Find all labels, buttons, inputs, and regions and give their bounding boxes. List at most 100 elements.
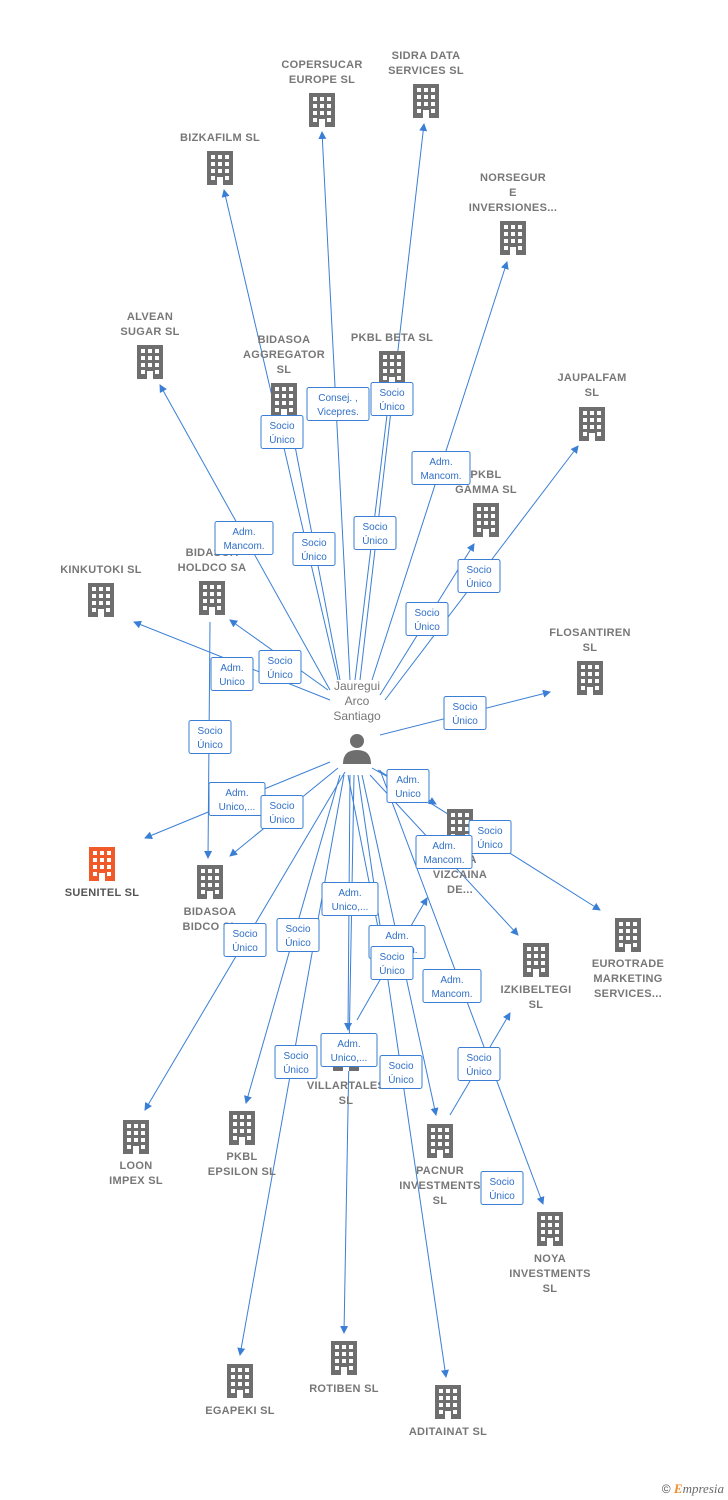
company-node-pkbl-beta[interactable]: PKBL BETA SL (351, 332, 433, 385)
role-label-villartales: Adm.Unico,... (321, 882, 379, 916)
building-icon (523, 943, 549, 977)
role-text: Adm.Unico,... (331, 1039, 368, 1064)
building-icon (579, 407, 605, 441)
role-label-alvean: Adm.Mancom. (214, 521, 274, 555)
role-label-izkibeltegi: Adm.Mancom. (415, 835, 473, 869)
person-icon (343, 734, 371, 764)
building-icon (229, 1111, 255, 1145)
company-node-bizkafilm[interactable]: BIZKAFILM SL (180, 132, 260, 185)
role-text: Adm.Unico (219, 663, 245, 688)
role-text: Adm.Mancom. (420, 457, 461, 482)
company-node-rotiben[interactable]: ROTIBEN SL (309, 1341, 379, 1395)
role-text: Adm.Unico,... (219, 788, 256, 813)
building-icon (500, 221, 526, 255)
company-label: PKBL BETA SL (351, 332, 433, 344)
building-icon (615, 918, 641, 952)
company-node-kinkutoki[interactable]: KINKUTOKI SL (60, 564, 142, 617)
building-icon (427, 1124, 453, 1158)
role-text: Consej. ,Vicepres. (317, 393, 359, 418)
company-label: ADITAINAT SL (409, 1426, 487, 1438)
role-text: Adm.Mancom. (423, 841, 464, 866)
role-label-dora: Adm.Unico (386, 769, 430, 803)
building-icon (227, 1364, 253, 1398)
role-label-suenitel: Adm.Unico,... (208, 782, 266, 816)
role-label-villartales: Adm.Unico,... (320, 1033, 378, 1067)
company-node-aditainat[interactable]: ADITAINAT SL (409, 1385, 487, 1438)
company-label: ROTIBEN SL (309, 1383, 379, 1395)
role-text: Adm.Mancom. (223, 527, 264, 552)
building-icon (207, 151, 233, 185)
building-icon (197, 865, 223, 899)
role-text: Adm.Mancom. (431, 975, 472, 1000)
company-node-egapeki[interactable]: EGAPEKI SL (205, 1364, 275, 1417)
building-icon (123, 1120, 149, 1154)
empresia-logo: Empresia (673, 1481, 724, 1496)
building-icon (577, 661, 603, 695)
role-text: Adm.Unico (395, 775, 421, 800)
company-node-suenitel[interactable]: SUENITEL SL (65, 847, 140, 899)
company-label: EGAPEKI SL (205, 1405, 275, 1417)
copyright-icon: © (661, 1482, 671, 1496)
building-icon (137, 345, 163, 379)
building-icon (331, 1341, 357, 1375)
building-icon (309, 93, 335, 127)
building-icon (89, 847, 115, 881)
footer-brand[interactable]: © Empresia (662, 1481, 724, 1497)
